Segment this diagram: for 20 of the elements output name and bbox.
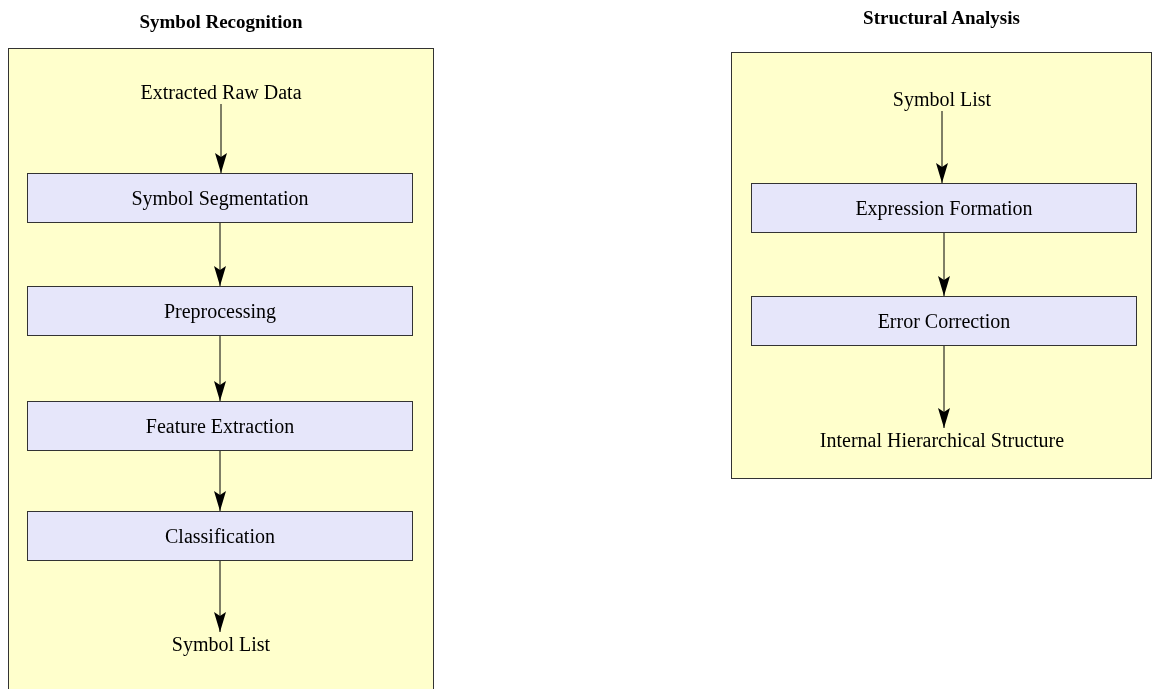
process-box: Expression Formation [751,183,1137,233]
process-box: Preprocessing [27,286,413,336]
arrow [214,450,226,512]
arrow [938,345,950,429]
flow-label: Extracted Raw Data [62,80,380,104]
arrow [214,222,226,287]
arrow [215,103,227,174]
flow-label: Symbol List [787,87,1097,111]
group-heading: Symbol Recognition [138,10,304,34]
process-box: Symbol Segmentation [27,173,413,223]
arrow [938,232,950,297]
process-box: Error Correction [751,296,1137,346]
flow-label: Symbol List [62,632,380,656]
arrow [214,335,226,402]
group-heading: Structural Analysis [862,6,1021,30]
arrow [936,110,948,184]
process-box: Feature Extraction [27,401,413,451]
flow-label: Internal Hierarchical Structure [767,428,1117,452]
arrow [214,560,226,633]
process-box: Classification [27,511,413,561]
